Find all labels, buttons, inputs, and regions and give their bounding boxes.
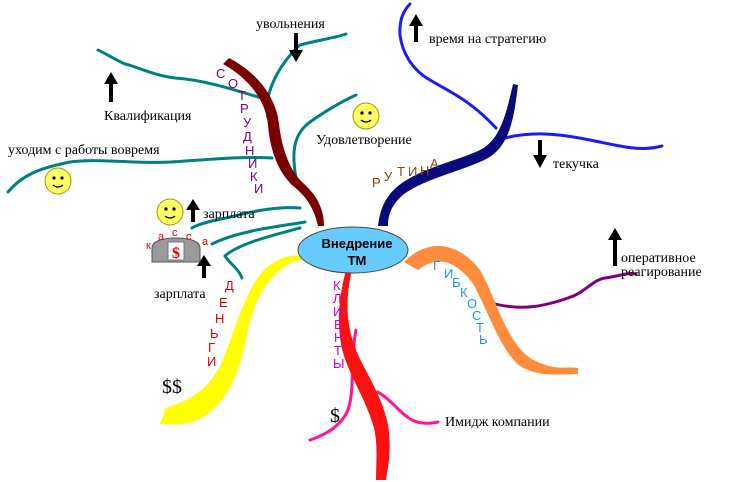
sotrudniki-letter: Р: [240, 101, 249, 116]
klienty-letter: И: [333, 304, 342, 319]
dengi-letter: Д: [225, 278, 234, 293]
branch-imidzh: [376, 390, 440, 425]
label-single-dollar: $: [330, 405, 340, 427]
rutina-letter: Т: [397, 164, 405, 179]
dengi-label: Д Е Н Ь Г И: [207, 278, 234, 369]
kassa-letter: а: [202, 236, 209, 248]
cash-register-icon: $: [151, 237, 201, 263]
rutina-letter: Н: [420, 163, 429, 178]
arrow-zarplata-bottom-up: [197, 255, 211, 278]
smiley-icon: [352, 102, 380, 130]
kassa-letter: с: [172, 227, 178, 239]
label-operativnoe-2: реагирование: [621, 265, 702, 280]
sotrudniki-label: С О Т Р У Д Н И К И: [216, 66, 263, 196]
gibkost-letter: Б: [452, 275, 461, 290]
sotrudniki-letter: Н: [245, 143, 254, 158]
kassa-label: к а с с а: [146, 227, 209, 252]
sotrudniki-letter: К: [250, 169, 258, 184]
blue-branches: [398, 2, 664, 150]
klienty-letter: Е: [334, 317, 343, 332]
klienty-label: К Л И Е Н Т Ы: [333, 278, 345, 371]
label-imidzh: Имидж компании: [445, 415, 550, 430]
rutina-letter: Р: [372, 175, 381, 190]
label-kvalifikaciya: Квалификация: [104, 109, 192, 124]
gibkost-letter: О: [467, 296, 477, 311]
label-zarplata-top: зарплата: [203, 207, 255, 222]
branch-operativnoe: [486, 272, 638, 309]
klienty-letter: К: [333, 278, 341, 293]
arrow-zarplata-top-up: [186, 199, 200, 222]
label-udovletvorenie: Удовлетворение: [316, 133, 412, 148]
sotrudniki-letter: О: [228, 76, 238, 91]
branch-klienty: [338, 270, 390, 480]
sotrudniki-letter: И: [248, 156, 257, 171]
dengi-letter: Г: [208, 340, 215, 355]
center-line2: ТМ: [348, 253, 367, 268]
branch-vremya: [398, 2, 498, 130]
branch-rutina: [378, 84, 518, 226]
branch-zarplata-bottom: [223, 226, 302, 280]
sotrudniki-letter: И: [254, 181, 263, 196]
gibkost-label: Г И Б К О С Т Ь: [433, 258, 488, 347]
branch-udovletvorenie: [292, 93, 358, 180]
center-line1: Внедрение: [322, 236, 393, 251]
klienty-letter: Ы: [333, 356, 345, 371]
branch-uhodim: [6, 155, 274, 194]
label-zarplata-bottom: зарплата: [154, 287, 206, 302]
gibkost-letter: Т: [476, 320, 484, 335]
gibkost-letter: Ь: [479, 332, 488, 347]
smiley-icon: [156, 198, 184, 226]
center-node: [297, 226, 409, 274]
arrow-operativnoe-up: [608, 228, 622, 266]
sotrudniki-letter: Т: [238, 88, 246, 103]
label-uhodim: уходим с работы вовремя: [8, 143, 160, 158]
kassa-letter: с: [186, 231, 192, 243]
arrow-kvalifikaciya-up: [104, 72, 118, 102]
branch-dengi: [160, 255, 308, 425]
label-double-dollar: $$: [162, 376, 182, 398]
branch-sotrudniki: [223, 58, 324, 226]
gibkost-letter: Г: [433, 258, 440, 273]
branch-zarplata-top: [190, 206, 302, 230]
rutina-letter: А: [430, 156, 439, 171]
sotrudniki-letter: С: [216, 66, 225, 81]
dengi-letter: И: [207, 354, 216, 369]
gibkost-letter: С: [472, 308, 481, 323]
branch-gibkost: [404, 246, 578, 375]
gibkost-letter: И: [444, 266, 453, 281]
kassa-letter: а: [158, 231, 165, 243]
branch-kassa: [210, 220, 307, 246]
rutina-letter: У: [384, 169, 393, 184]
sotrudniki-letter: Д: [243, 129, 252, 144]
smiley-icon: [44, 167, 72, 195]
branch-kvalifikaciya: [96, 48, 270, 102]
dengi-letter: Ь: [210, 326, 219, 341]
dengi-letter: Е: [219, 295, 228, 310]
klienty-letter: Н: [334, 330, 343, 345]
dengi-letter: Н: [215, 311, 224, 326]
arrow-uvolneniya-down: [289, 33, 303, 62]
label-operativnoe-1: оперативное: [621, 251, 696, 266]
label-vremya: время на стратегию: [429, 32, 546, 47]
teal-branches: [6, 32, 358, 280]
kassa-letter: к: [146, 240, 151, 252]
gibkost-letter: К: [460, 285, 468, 300]
rutina-letter: И: [408, 164, 417, 179]
sotrudniki-letter: У: [243, 115, 252, 130]
arrow-vremya-up: [409, 14, 423, 42]
klienty-letter: Л: [333, 291, 342, 306]
arrow-tekuchka-down: [533, 140, 547, 168]
label-tekuchka: текучка: [553, 157, 600, 172]
kassa-dollar: $: [172, 245, 180, 262]
klienty-letter: Т: [334, 343, 342, 358]
label-uvolneniya: увольнения: [256, 17, 325, 32]
branch-tekuchka: [496, 132, 664, 150]
rutina-label: Р У Т И Н А: [372, 156, 439, 190]
